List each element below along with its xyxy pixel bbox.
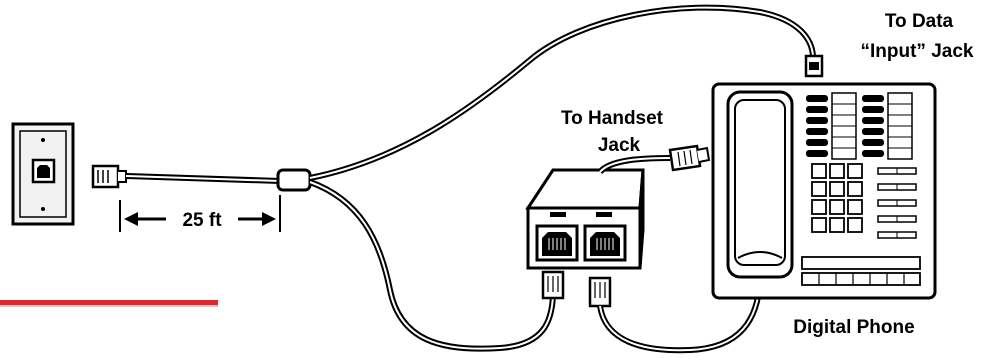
wall-cord-plug-icon xyxy=(91,164,127,189)
digital-phone-label: Digital Phone xyxy=(793,317,914,338)
to-data-label-line1: To Data xyxy=(885,11,954,32)
to-data-label-line2: “Input” Jack xyxy=(861,41,974,62)
splitter-left-cord xyxy=(308,179,556,352)
handset-cord xyxy=(597,155,671,175)
splitter-icon xyxy=(525,168,645,270)
to-handset-label-line2: Jack xyxy=(598,135,641,156)
cord-junction-icon xyxy=(276,168,312,192)
data-cord xyxy=(309,4,816,181)
data-plug-icon xyxy=(804,54,824,78)
to-handset-label-line1: To Handset xyxy=(561,108,664,129)
splitter-left-plug-icon xyxy=(541,270,565,300)
distance-label: 25 ft xyxy=(182,210,222,231)
handset-plug-icon xyxy=(668,144,711,172)
splitter-phone-cord xyxy=(597,279,763,354)
distance-marker: 25 ft xyxy=(119,195,281,232)
digital-phone-icon xyxy=(711,82,937,300)
left-arrow-icon xyxy=(124,212,166,226)
wall-plate-icon xyxy=(11,122,75,226)
red-underline xyxy=(0,300,218,307)
right-arrow-icon xyxy=(238,212,276,226)
main-cord xyxy=(125,173,281,184)
splitter-right-plug-icon xyxy=(588,276,612,308)
